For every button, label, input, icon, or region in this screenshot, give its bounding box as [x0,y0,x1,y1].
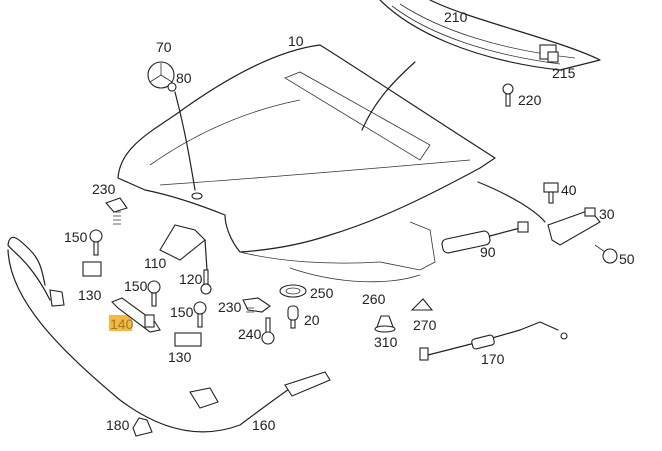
part-120-bolt[interactable] [200,269,212,295]
part-130-lock-b[interactable] [174,332,202,347]
callout-310: 310 [374,334,398,350]
callout-160: 160 [252,417,276,433]
part-90-gas-strut[interactable] [441,221,529,254]
callout-40: 40 [561,182,577,198]
part-70-emblem[interactable] [147,61,175,89]
callout-220: 220 [518,92,542,108]
callout-140: 140 [110,316,134,332]
callout-110: 110 [144,255,167,271]
callout-240: 240 [238,326,262,342]
part-130-lock-a[interactable] [82,261,102,277]
part-80-seat [191,192,203,200]
highlight-140 [109,315,132,331]
callout-70: 70 [156,39,172,55]
callout-260: 260 [362,291,386,307]
part-230-spring[interactable] [242,297,271,313]
callout-90: 90 [480,244,496,260]
part-250-seal[interactable] [279,284,307,298]
part-40-bolt[interactable] [543,182,559,204]
part-140-bracket[interactable] [111,297,161,333]
leader-line [361,61,416,131]
callout-10: 10 [288,33,304,49]
callout-215: 215 [552,65,576,81]
callout-150: 150 [64,229,88,245]
part-50-bolt[interactable] [594,244,618,264]
callout-120: 120 [179,271,203,287]
part-150-bolt-b[interactable] [147,280,161,307]
part-220-screw[interactable] [502,83,514,107]
part-30-hinge[interactable] [547,207,601,246]
callout-80: 80 [176,70,192,86]
part-215-clip[interactable] [539,44,559,63]
part-10-hood[interactable] [117,44,496,283]
callout-150: 150 [124,278,148,294]
part-240-bolt[interactable] [261,317,275,345]
part-150-bolt-a[interactable] [89,229,103,256]
leader-line [174,91,196,191]
callout-250: 250 [310,285,334,301]
part-270-clip[interactable] [410,298,434,311]
part-150-bolt-c[interactable] [193,301,207,328]
part-210-cowl-grille[interactable] [379,0,601,71]
part-180-clip[interactable] [132,417,153,437]
callout-230: 230 [218,299,242,315]
leader-line [477,181,546,223]
callout-130: 130 [78,287,102,303]
callout-30: 30 [599,206,615,222]
callout-180: 180 [106,417,130,433]
part-160-release-cable[interactable] [7,236,331,433]
callout-210: 210 [444,9,468,25]
part-20-bump-stop[interactable] [287,305,299,329]
part-230-lock-top[interactable] [105,197,128,225]
part-80-grommet[interactable] [167,82,177,92]
callout-150: 150 [170,304,194,320]
callout-170: 170 [481,351,505,367]
callout-230: 230 [92,181,116,197]
part-110-latch[interactable] [159,224,208,271]
callout-270: 270 [413,317,437,333]
part-310-buffer[interactable] [374,315,396,333]
part-170-cable[interactable] [419,321,568,361]
part-160-handle-bracket[interactable] [189,387,219,409]
callout-50: 50 [619,251,635,267]
callout-130: 130 [168,349,192,365]
callout-20: 20 [304,312,320,328]
